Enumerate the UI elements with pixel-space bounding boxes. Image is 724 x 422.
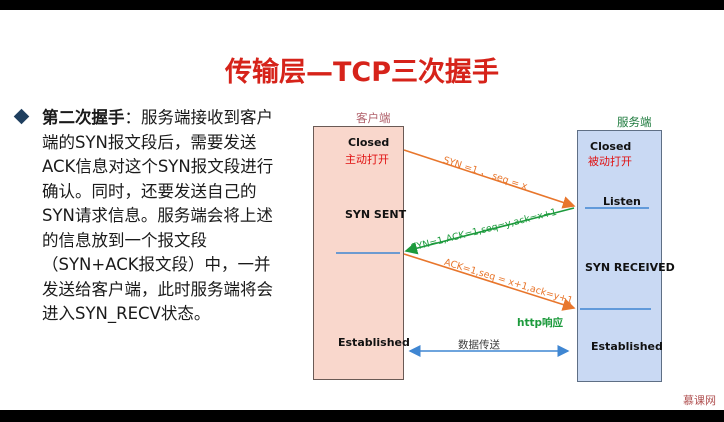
server-passive-open-label: 被动打开 bbox=[588, 155, 632, 168]
slide: 传输层—TCP三次握手 第二次握手：服务端接收到客户端的SYN报文段后，需要发送… bbox=[0, 10, 724, 410]
bullet-text: 第二次握手：服务端接收到客户端的SYN报文段后，需要发送ACK信息对这个SYN报… bbox=[42, 106, 274, 327]
server-established-label: Established bbox=[591, 340, 663, 353]
diagram-arrows bbox=[336, 149, 651, 357]
server-closed-label: Closed bbox=[590, 140, 632, 153]
server-listen-label: Listen bbox=[603, 195, 641, 208]
client-established-label: Established bbox=[338, 336, 410, 349]
client-active-open-label: 主动打开 bbox=[345, 153, 389, 166]
bullet-heading: 第二次握手 bbox=[42, 108, 125, 127]
server-column-title: 服务端 bbox=[617, 115, 652, 129]
slide-title: 传输层—TCP三次握手 bbox=[224, 57, 500, 88]
client-syn-sent-label: SYN SENT bbox=[345, 208, 407, 221]
http-response-label: http响应 bbox=[517, 317, 564, 329]
ack-arrow bbox=[403, 253, 576, 311]
bullet-body: ：服务端接收到客户端的SYN报文段后，需要发送ACK信息对这个SYN报文段进行确… bbox=[42, 108, 274, 323]
syn-ack-arrow bbox=[404, 207, 575, 255]
client-closed-label: Closed bbox=[348, 136, 390, 149]
server-syn-received-label: SYN RECEIVED bbox=[585, 261, 675, 274]
syn-arrow bbox=[403, 149, 576, 209]
data-transfer-label: 数据传送 bbox=[458, 339, 500, 351]
imooc-logo: 慕课网 bbox=[683, 394, 716, 407]
server-box bbox=[577, 130, 662, 382]
client-column-title: 客户端 bbox=[356, 111, 391, 125]
